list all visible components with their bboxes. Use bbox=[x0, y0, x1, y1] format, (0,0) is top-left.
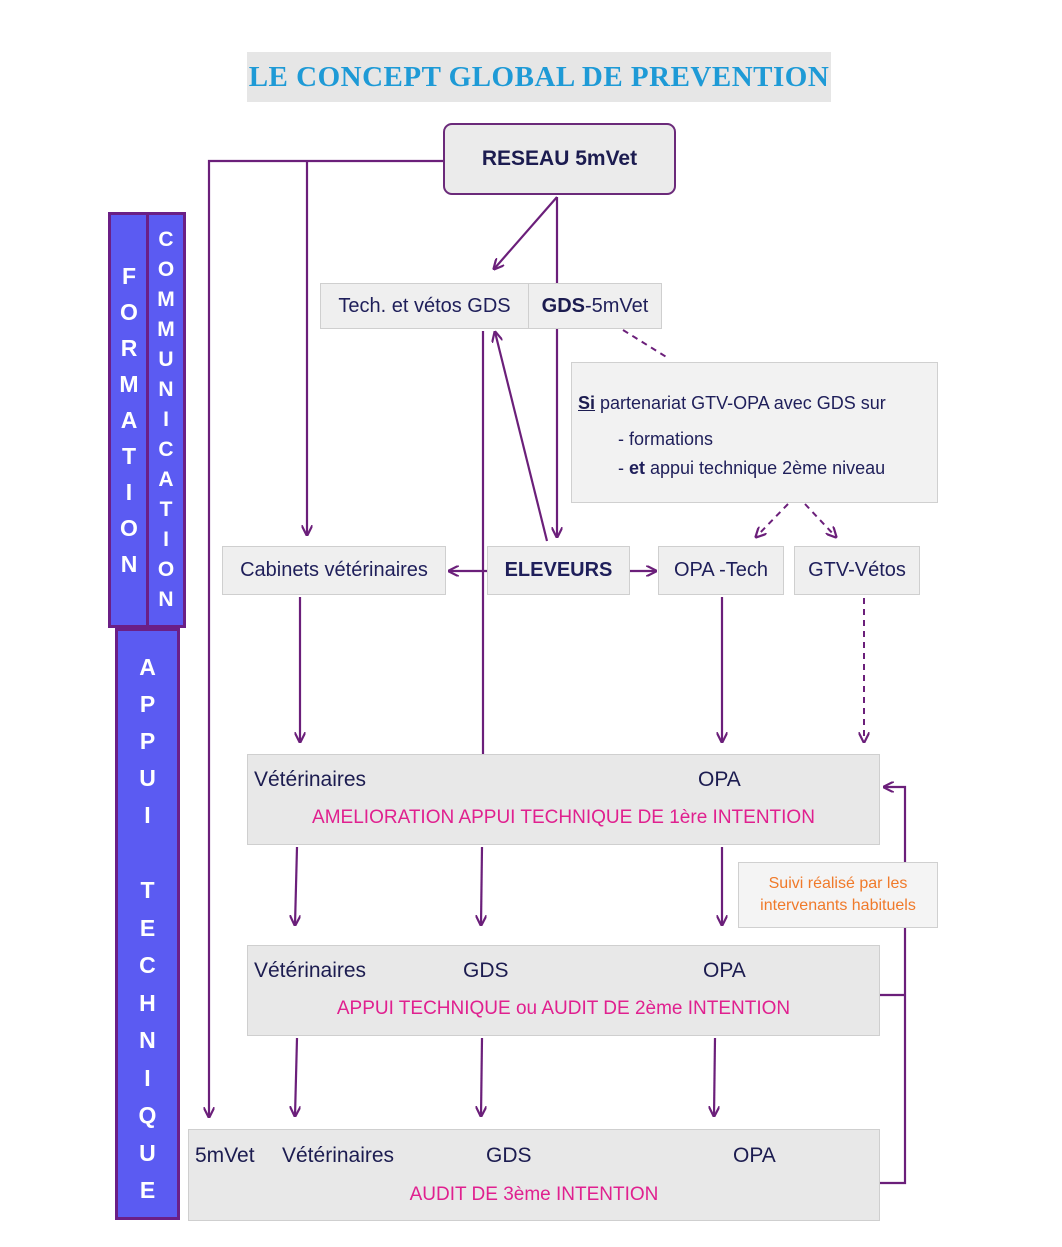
suivi-line-2: intervenants habituels bbox=[760, 897, 916, 914]
formation-letter: A bbox=[120, 407, 138, 433]
tech-vetos-gds-label: Tech. et vétos GDS bbox=[338, 294, 511, 317]
communication-letter: M bbox=[157, 318, 175, 341]
technique-letter: T bbox=[140, 877, 155, 903]
level3-gds: GDS bbox=[486, 1144, 532, 1167]
formation-letter: O bbox=[120, 299, 138, 325]
technique-letter: U bbox=[139, 1139, 156, 1166]
formation-letter: R bbox=[120, 335, 138, 361]
level3-opa: OPA bbox=[733, 1144, 776, 1167]
communication-letter: O bbox=[157, 558, 175, 581]
arrow-l1-gds-to-l2 bbox=[481, 846, 482, 925]
level2-opa: OPA bbox=[703, 959, 746, 982]
level2-veterinaires: Vétérinaires bbox=[254, 959, 367, 982]
gds-5mvet-box: GDS-5mVet bbox=[528, 283, 662, 329]
opa-tech-box: OPA -Tech bbox=[658, 546, 784, 595]
note-line-1: Si partenariat GTV-OPA avec GDS sur bbox=[578, 393, 886, 413]
suivi-note: Suivi réalisé par les intervenants habit… bbox=[738, 862, 938, 928]
level1-subtitle: AMELIORATION APPUI TECHNIQUE DE 1ère INT… bbox=[312, 807, 815, 828]
communication-letter: I bbox=[163, 528, 169, 551]
level2-subtitle: APPUI TECHNIQUE ou AUDIT DE 2ème INTENTI… bbox=[336, 998, 791, 1019]
tech-vetos-gds-box: Tech. et vétos GDS bbox=[320, 283, 529, 329]
partnership-note: Si partenariat GTV-OPA avec GDS sur - fo… bbox=[571, 362, 938, 503]
arrow-reseau-to-level3-5mvet bbox=[209, 159, 443, 1117]
level1-opa: OPA bbox=[698, 768, 741, 791]
communication-letter: O bbox=[157, 258, 175, 281]
gtv-vetos-box: GTV-Vétos bbox=[794, 546, 920, 595]
technique-letter: I bbox=[144, 1064, 151, 1091]
communication-letter: M bbox=[157, 288, 175, 311]
level3-subtitle: AUDIT DE 3ème INTENTION bbox=[409, 1184, 659, 1205]
appui-letter: I bbox=[144, 802, 151, 828]
arrow-eleveurs-to-gds bbox=[495, 332, 549, 542]
communication-letter: U bbox=[158, 348, 174, 371]
level1-box: Vétérinaires OPA AMELIORATION APPUI TECH… bbox=[247, 754, 880, 845]
gds-5mvet-label: GDS-5mVet bbox=[541, 294, 649, 317]
arrow-l1-vet-to-l2 bbox=[295, 846, 297, 925]
technique-letter: E bbox=[139, 1177, 156, 1203]
communication-letter: N bbox=[158, 588, 174, 611]
dashed-note-to-gtv bbox=[804, 503, 836, 537]
technique-letter: E bbox=[139, 914, 156, 941]
level3-box: 5mVet Vétérinaires GDS OPA AUDIT DE 3ème… bbox=[188, 1129, 880, 1221]
technique-letter: C bbox=[139, 952, 156, 978]
communication-letter: T bbox=[159, 498, 173, 521]
technique-letter: Q bbox=[138, 1102, 157, 1128]
suivi-line-1: Suivi réalisé par les bbox=[768, 875, 908, 892]
technique-letter: H bbox=[139, 989, 156, 1016]
reseau-5mvet-box: RESEAU 5mVet bbox=[443, 123, 676, 195]
appui-letter: A bbox=[139, 654, 156, 680]
arrow-l2-gds-to-l3 bbox=[481, 1037, 482, 1116]
note-line-2: - formations bbox=[618, 429, 714, 449]
appui-letter: U bbox=[139, 765, 156, 791]
note-line-3: - et appui technique 2ème niveau bbox=[618, 458, 886, 478]
formation-letter: I bbox=[125, 479, 133, 505]
eleveurs-box: ELEVEURS bbox=[487, 546, 630, 595]
dashed-note-to-opa bbox=[756, 503, 789, 537]
level3-veterinaires: Vétérinaires bbox=[282, 1144, 395, 1167]
cabinets-veterinaires-box: Cabinets vétérinaires bbox=[222, 546, 446, 595]
formation-letter: T bbox=[121, 443, 137, 469]
level1-veterinaires: Vétérinaires bbox=[254, 768, 367, 791]
level2-gds: GDS bbox=[463, 959, 509, 982]
arrow-reseau-to-tech-gds bbox=[494, 196, 558, 269]
appui-letter: P bbox=[139, 728, 156, 754]
feedback-loop bbox=[880, 787, 907, 1185]
communication-letter: N bbox=[158, 378, 174, 401]
technique-letter: N bbox=[139, 1027, 156, 1053]
level3-5mvet: 5mVet bbox=[195, 1144, 255, 1167]
arrow-l2-opa-to-l3 bbox=[714, 1037, 715, 1116]
communication-letter: C bbox=[158, 438, 174, 461]
formation-letter: F bbox=[121, 263, 137, 289]
arrow-l2-vet-to-l3 bbox=[295, 1037, 297, 1116]
communication-letter: C bbox=[158, 228, 174, 251]
level2-box: Vétérinaires GDS OPA APPUI TECHNIQUE ou … bbox=[247, 945, 880, 1036]
communication-letter: I bbox=[163, 408, 169, 431]
communication-letter: A bbox=[158, 468, 174, 491]
dashed-gds-to-note bbox=[622, 329, 669, 359]
formation-letter: O bbox=[120, 515, 138, 541]
formation-letter: N bbox=[120, 551, 138, 577]
formation-letter: M bbox=[119, 371, 139, 397]
page-title: LE CONCEPT GLOBAL DE PREVENTION bbox=[247, 52, 831, 102]
appui-letter: P bbox=[139, 691, 156, 717]
